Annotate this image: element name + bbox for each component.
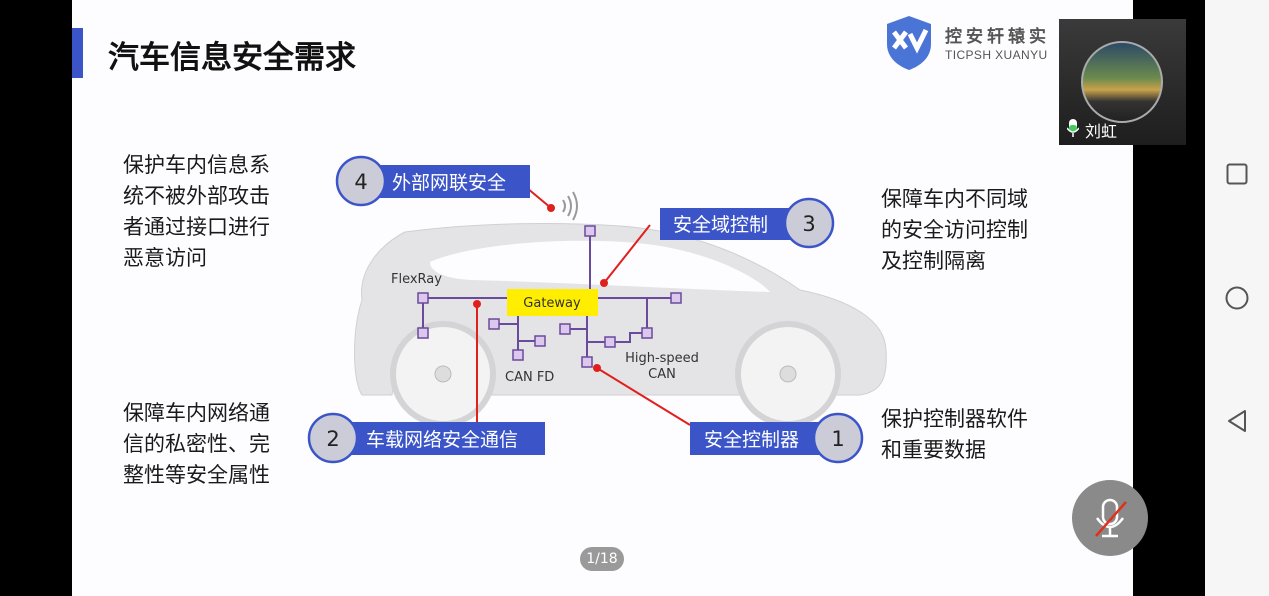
bus-lines — [422, 231, 676, 362]
text-line: 的安全访问控制 — [881, 218, 1028, 242]
logo-text-cn: 控安轩辕实 — [945, 27, 1050, 47]
car-window — [430, 240, 770, 292]
label-number: 1 — [831, 427, 844, 451]
mute-button[interactable] — [1072, 480, 1148, 556]
front-hub — [779, 365, 797, 383]
back-triangle-icon[interactable] — [1227, 409, 1247, 433]
text-top-left: 保护车内信息系 统不被外部攻击 者通过接口进行 恶意访问 — [123, 150, 303, 274]
text-line: 及控制隔离 — [881, 249, 986, 273]
text-line: 保护车内信息系 — [123, 153, 270, 177]
gateway-label: Gateway — [523, 296, 581, 311]
label-text: 车载网络安全通信 — [366, 429, 518, 451]
mic-active-icon — [1067, 119, 1079, 137]
label-2: 2 车载网络安全通信 — [307, 412, 545, 464]
text-bottom-left: 保障车内网络通 信的私密性、完 整性等安全属性 — [123, 398, 303, 491]
text-line: 保护控制器软件 — [881, 407, 1028, 431]
label-number: 2 — [326, 427, 339, 451]
canfd-label: CAN FD — [505, 370, 554, 385]
flexray-label: FlexRay — [391, 272, 442, 287]
label-text: 安全域控制 — [673, 214, 768, 236]
text-line: 者通过接口进行 — [123, 215, 270, 239]
text-line: 恶意访问 — [123, 246, 207, 270]
video-tile[interactable]: 刘虹 — [1059, 19, 1186, 145]
logo-text-en: TICPSH XUANYU — [945, 48, 1048, 62]
title-accent-bar — [72, 28, 83, 78]
text-line: 保障车内网络通 — [123, 401, 270, 425]
mic-muted-icon — [1095, 498, 1127, 538]
label-text: 外部网联安全 — [392, 172, 506, 194]
text-line: 信的私密性、完 — [123, 432, 270, 456]
label-4: 4 外部网联安全 — [335, 155, 530, 207]
label-number: 3 — [802, 212, 815, 236]
text-bottom-right: 保护控制器软件 和重要数据 — [881, 404, 1061, 466]
home-circle-icon[interactable] — [1225, 286, 1249, 310]
text-line: 统不被外部攻击 — [123, 184, 270, 208]
label-number: 4 — [354, 170, 367, 194]
rear-hub — [434, 365, 452, 383]
text-line: 保障车内不同域 — [881, 187, 1028, 211]
label-3: 3 安全域控制 — [660, 197, 835, 249]
participant-name: 刘虹 — [1085, 122, 1118, 141]
slide-title: 汽车信息安全需求 — [108, 40, 356, 76]
gateway-box — [507, 289, 598, 316]
pointer-lines — [476, 187, 691, 426]
logo-shield-icon — [887, 16, 931, 70]
text-line: 整性等安全属性 — [123, 463, 270, 487]
recents-square-icon[interactable] — [1226, 163, 1248, 185]
wireless-icon — [562, 191, 578, 221]
hscan-label: High-speed — [625, 351, 699, 366]
label-text: 安全控制器 — [704, 429, 799, 451]
avatar — [1081, 41, 1163, 123]
pointer-dots — [473, 204, 608, 372]
page-indicator: 1/18 — [580, 547, 624, 571]
text-line: 和重要数据 — [881, 438, 986, 462]
hscan-label: CAN — [648, 367, 676, 382]
ecu-nodes — [417, 225, 682, 368]
android-nav-bar — [1205, 0, 1269, 596]
text-top-right: 保障车内不同域 的安全访问控制 及控制隔离 — [881, 184, 1061, 277]
label-1: 1 安全控制器 — [690, 412, 864, 464]
